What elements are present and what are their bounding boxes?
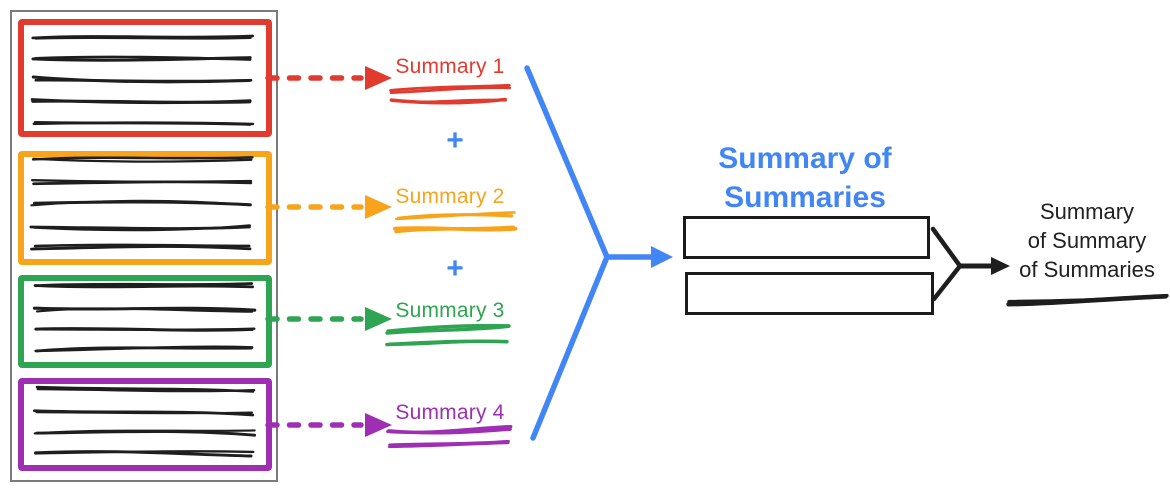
document-section-2-box: [18, 151, 272, 265]
scribble-stroke: [387, 427, 512, 435]
final-summary-label-line2: of Summary: [1027, 228, 1147, 253]
scribble-stroke: [386, 323, 511, 333]
scribble-stroke: [1006, 294, 1168, 307]
scribble-stroke: [386, 424, 513, 434]
final-summary-scribble: [1006, 293, 1169, 307]
merge-bracket: [524, 65, 610, 441]
final-merge-arrowhead: [991, 257, 1010, 275]
arrowhead: [365, 307, 392, 331]
summary-of-summaries-title-line2: Summaries: [724, 181, 886, 214]
scribble-stroke: [385, 324, 511, 335]
final-summary-label-line1: Summary: [1039, 199, 1135, 224]
summary-2-arrow: [265, 195, 392, 219]
final-summary-label: Summary of Summary of Summaries: [1009, 197, 1165, 284]
plus-sign-2: +: [446, 252, 464, 285]
arrowhead: [365, 66, 392, 90]
scribble-stroke: [396, 213, 514, 220]
final-merge-connector: [930, 226, 1010, 302]
document-section-1-box: [18, 19, 272, 137]
summary-3-label: Summary 3: [395, 299, 505, 322]
scribble-stroke: [385, 339, 509, 347]
scribble-stroke: [389, 97, 507, 105]
summary-4-label: Summary 4: [395, 401, 505, 424]
scribble-stroke: [386, 339, 508, 346]
summary-2-scribble: [393, 211, 518, 234]
final-merge-bracket: [930, 226, 963, 302]
merge-connector: [524, 65, 673, 441]
summary-1-label: Summary 1: [395, 55, 505, 78]
plus-sign-1: +: [446, 124, 464, 157]
scribble-stroke: [1007, 293, 1169, 304]
merge-arrowhead: [651, 246, 673, 268]
summary-3-scribble: [385, 323, 511, 347]
scribble-stroke: [389, 83, 511, 92]
scribble-stroke: [393, 226, 518, 232]
summary-4-arrow: [265, 413, 392, 437]
summary-4-scribble: [386, 424, 513, 449]
scribble-stroke: [394, 225, 516, 234]
summary-of-summaries-box-2: [685, 272, 934, 315]
summary-of-summaries-title: Summary of Summaries: [690, 139, 920, 217]
scribble-stroke: [390, 98, 507, 104]
summary-1-scribble: [389, 83, 511, 105]
summary-of-summaries-box-1: [683, 216, 930, 259]
arrowhead: [365, 413, 392, 437]
scribble-stroke: [388, 441, 510, 449]
summary-of-summaries-title-line1: Summary of: [718, 142, 892, 175]
summary-1-arrow: [265, 66, 392, 90]
document-section-4-box: [18, 378, 272, 471]
final-summary-label-line3: of Summaries: [1019, 257, 1155, 282]
scribble-stroke: [395, 211, 516, 221]
document-section-3-box: [18, 275, 272, 368]
summary-3-arrow: [265, 307, 392, 331]
summary-2-label: Summary 2: [395, 185, 505, 208]
scribble-stroke: [389, 86, 511, 94]
arrowhead: [365, 195, 392, 219]
scribble-stroke: [388, 439, 510, 447]
